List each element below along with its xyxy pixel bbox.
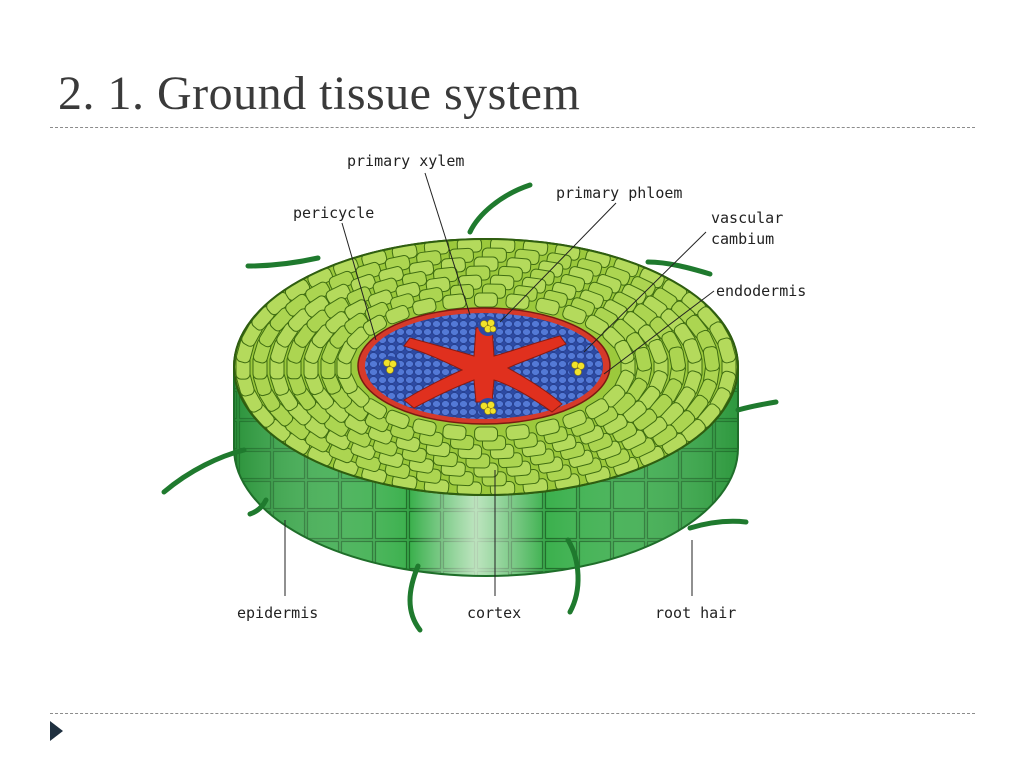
label-pericycle: pericycle (293, 204, 374, 222)
cortex-cell (562, 409, 587, 430)
cortex-cell (505, 424, 530, 441)
cortex-cell (535, 297, 560, 316)
label-cambium: cambium (711, 230, 774, 248)
xylem-arms (403, 325, 567, 413)
cortex-cell (412, 418, 437, 437)
cortex-cell (562, 304, 587, 325)
label-cortex: cortex (467, 604, 521, 622)
cortex-cell (474, 292, 498, 308)
cortex-cell (702, 346, 720, 372)
footer-divider (50, 713, 975, 714)
cortex-cell (584, 398, 610, 420)
cortex-cell (648, 338, 668, 364)
title-divider (50, 127, 975, 128)
label-vascular: vascular (711, 209, 783, 227)
root-hairs-back (245, 182, 713, 277)
cortex-cell (474, 426, 498, 442)
cortex-cell (385, 304, 410, 325)
diagram-labels: primary xylem primary phloem pericycle v… (237, 152, 806, 622)
label-leader-lines (284, 172, 715, 596)
cortex-cell (717, 337, 737, 364)
cortex-cell (442, 424, 467, 441)
label-endodermis: endodermis (716, 282, 806, 300)
cortex-cell (682, 338, 702, 364)
cortex-cell (442, 293, 467, 310)
slide-bullet-icon (50, 721, 63, 741)
label-root-hair: root hair (655, 604, 736, 622)
label-primary-phloem: primary phloem (556, 184, 682, 202)
phloem-clusters (380, 316, 588, 418)
label-primary-xylem: primary xylem (347, 152, 464, 170)
cortex-cell (668, 346, 686, 372)
cortex-cell (362, 314, 388, 336)
cortex-cell (535, 418, 560, 437)
label-epidermis: epidermis (237, 604, 318, 622)
root-hairs-front (161, 399, 779, 633)
slide-title: 2. 1. Ground tissue system (58, 67, 581, 120)
cortex-cell (634, 346, 652, 372)
cortex-cell (385, 409, 410, 430)
stele (357, 307, 611, 425)
epidermis-side-wall (233, 367, 739, 577)
cortex-cell (614, 339, 635, 365)
cortex-cell (412, 297, 437, 316)
